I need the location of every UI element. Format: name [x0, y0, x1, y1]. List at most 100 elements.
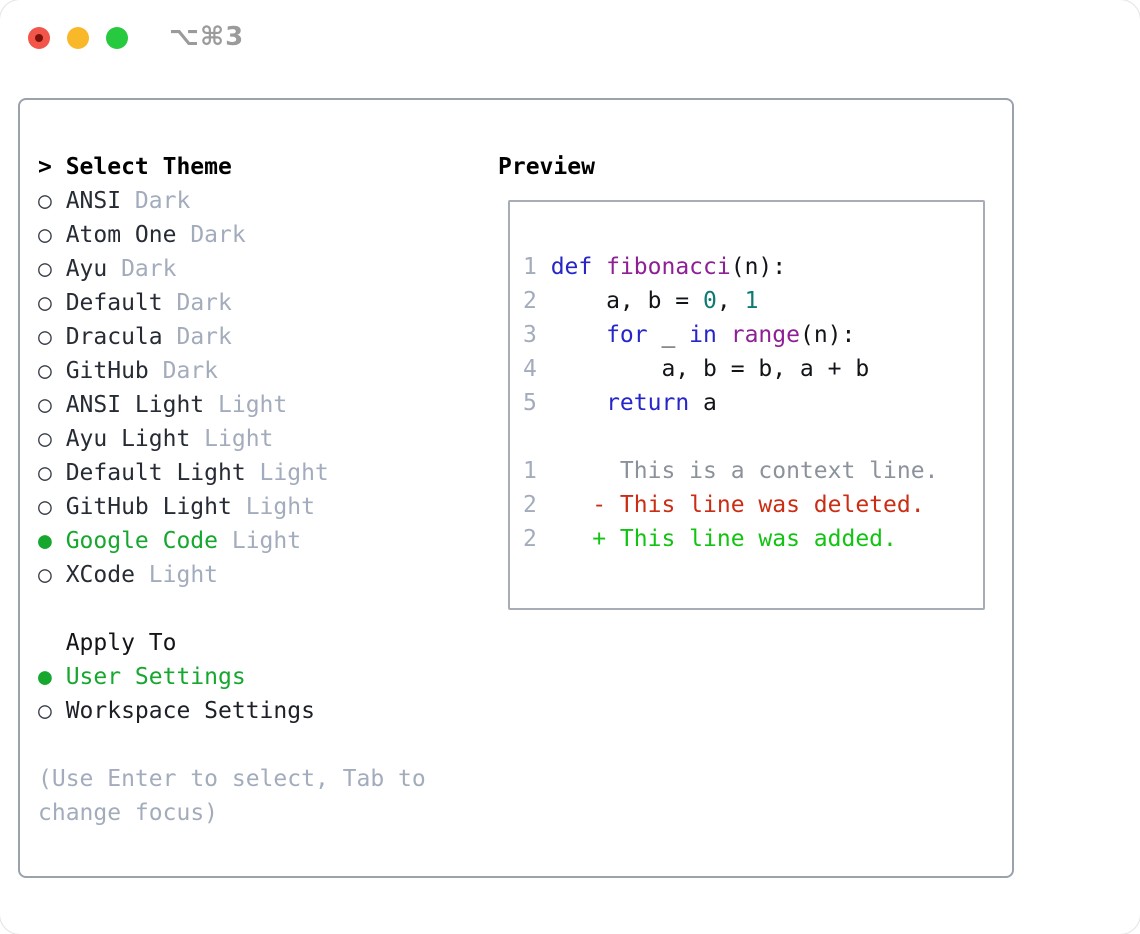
- diff-context-line: 1 This is a context line.: [523, 454, 977, 488]
- theme-name: GitHub Light: [65, 494, 232, 520]
- radio-icon: ○: [38, 358, 52, 384]
- close-button[interactable]: [28, 27, 50, 49]
- code-token: a: [689, 390, 717, 416]
- theme-variant: Light: [218, 392, 288, 418]
- code-token: _: [647, 322, 690, 348]
- radio-icon: ○: [38, 222, 52, 248]
- theme-variant: Dark: [134, 188, 191, 214]
- line-number: 2: [523, 526, 537, 552]
- minimize-button[interactable]: [67, 27, 89, 49]
- radio-icon: ○: [38, 426, 52, 452]
- theme-name: Ayu: [65, 256, 108, 282]
- radio-icon: ○: [38, 698, 52, 724]
- spacer: [38, 592, 488, 626]
- radio-icon: ○: [38, 290, 52, 316]
- apply-option-workspace-settings[interactable]: ○ Workspace Settings: [38, 694, 488, 728]
- diff-added-line: 2 + This line was added.: [523, 522, 977, 556]
- select-theme-title: Select Theme: [65, 154, 232, 180]
- theme-name: ANSI Light: [65, 392, 205, 418]
- title-bar: ⌥⌘3: [0, 0, 1140, 78]
- code-token: def: [550, 254, 593, 280]
- code-token: fibonacci: [606, 254, 731, 280]
- code-line: 2 a, b = 0, 1: [523, 284, 977, 318]
- radio-icon: ○: [38, 494, 52, 520]
- radio-selected-icon: ●: [38, 664, 52, 690]
- theme-variant: Light: [245, 494, 315, 520]
- code-token: 0: [703, 288, 717, 314]
- theme-variant: Light: [148, 562, 219, 588]
- diff-text: - This line was deleted.: [550, 492, 925, 518]
- theme-option-github-light[interactable]: ○ GitHub Light Light: [38, 490, 488, 524]
- blank-line: [523, 420, 977, 454]
- radio-icon: ○: [38, 324, 52, 350]
- window-title-shortcut: ⌥⌘3: [169, 22, 245, 52]
- code-line: 4 a, b = b, a + b: [523, 352, 977, 386]
- diff-text: This is a context line.: [550, 458, 939, 484]
- code-token: a, b =: [550, 288, 704, 314]
- radio-icon: ○: [38, 562, 52, 588]
- theme-name: Dracula: [65, 324, 163, 350]
- theme-variant: Dark: [176, 290, 232, 316]
- apply-option-label: Workspace Settings: [65, 698, 315, 724]
- code-token: [551, 322, 606, 348]
- theme-variant: Dark: [176, 324, 232, 350]
- theme-variant: Dark: [121, 256, 177, 282]
- theme-option-github-dark[interactable]: ○ GitHub Dark: [38, 354, 488, 388]
- theme-option-google-code-light[interactable]: ● Google Code Light: [38, 524, 488, 558]
- apply-to-title: Apply To: [65, 630, 177, 656]
- theme-name: ANSI: [65, 188, 122, 214]
- code-token: a, b = b, a + b: [550, 356, 870, 382]
- theme-name: Google Code: [65, 528, 219, 554]
- theme-option-ayu-light[interactable]: ○ Ayu Light Light: [38, 422, 488, 456]
- theme-option-ansi-dark[interactable]: ○ ANSI Dark: [38, 184, 488, 218]
- code-token: [717, 322, 731, 348]
- code-token: (n):: [799, 322, 856, 348]
- line-number: 1: [523, 458, 537, 484]
- theme-variant: Dark: [162, 358, 219, 384]
- help-text-line-1: (Use Enter to select, Tab to: [38, 766, 426, 792]
- theme-option-ansi-light[interactable]: ○ ANSI Light Light: [38, 388, 488, 422]
- code-line: 5 return a: [523, 386, 977, 420]
- preview-title: Preview: [498, 154, 595, 180]
- help-text-line-2: change focus): [38, 800, 219, 826]
- select-theme-header: >Select Theme: [38, 150, 488, 184]
- radio-icon: ○: [38, 188, 52, 214]
- theme-variant: Light: [204, 426, 274, 452]
- spacer: [38, 728, 488, 762]
- theme-name: Ayu Light: [65, 426, 191, 452]
- radio-icon: ○: [38, 392, 52, 418]
- line-number: 2: [523, 492, 537, 518]
- code-token: range: [730, 322, 800, 348]
- theme-option-default-light[interactable]: ○ Default Light Light: [38, 456, 488, 490]
- theme-variant: Dark: [190, 222, 246, 248]
- line-number: 2: [523, 288, 537, 314]
- code-token: return: [606, 390, 690, 416]
- radio-icon: ○: [38, 460, 52, 486]
- code-line: 3 for _ in range(n):: [523, 318, 977, 352]
- line-number: 4: [523, 356, 537, 382]
- code-token: ,: [716, 288, 745, 314]
- theme-option-dracula-dark[interactable]: ○ Dracula Dark: [38, 320, 488, 354]
- apply-option-user-settings[interactable]: ● User Settings: [38, 660, 488, 694]
- radio-selected-icon: ●: [38, 528, 52, 554]
- theme-variant: Light: [259, 460, 329, 486]
- theme-name: GitHub: [65, 358, 149, 384]
- theme-variant: Light: [231, 528, 302, 554]
- code-token: [592, 254, 606, 280]
- code-token: [551, 390, 606, 416]
- line-number: 3: [523, 322, 537, 348]
- zoom-button[interactable]: [106, 27, 128, 49]
- apply-option-label: User Settings: [65, 664, 246, 690]
- theme-name: Default Light: [65, 460, 246, 486]
- diff-deleted-line: 2 - This line was deleted.: [523, 488, 977, 522]
